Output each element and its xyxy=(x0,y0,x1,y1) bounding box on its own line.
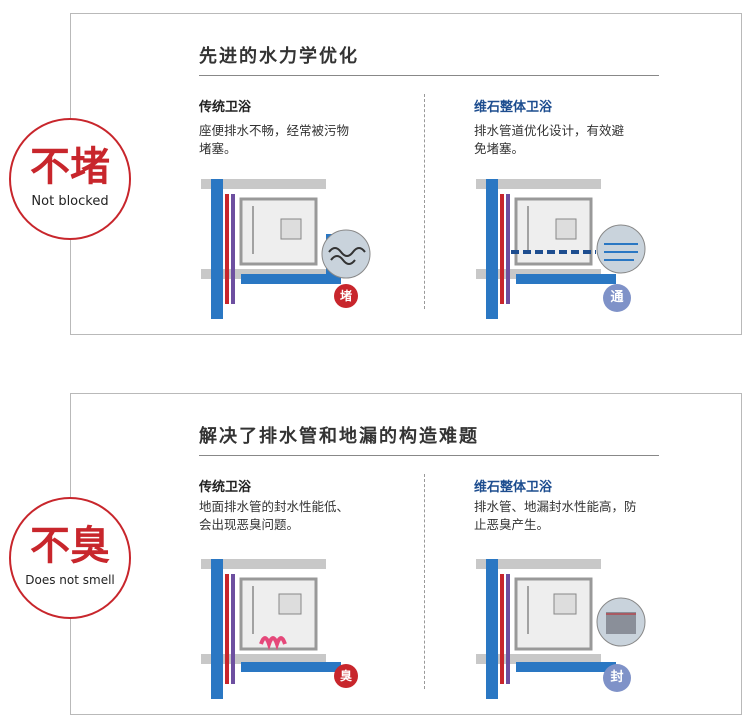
traditional-description: 座便排水不畅，经常被污物 堵塞。 xyxy=(199,122,399,158)
blocked-icon: 堵 xyxy=(334,284,358,308)
badge-sub-text: Not blocked xyxy=(31,194,109,209)
badge-main-text: 不臭 xyxy=(30,523,110,569)
desc-line: 免堵塞。 xyxy=(474,141,525,156)
desc-line: 座便排水不畅，经常被污物 xyxy=(199,123,350,138)
column-divider xyxy=(424,94,425,309)
sealed-illustration xyxy=(476,559,646,699)
desc-line: 地面排水管的封水性能低、 xyxy=(199,499,350,514)
panel-not-blocked: 先进的水力学优化 传统卫浴 座便排水不畅，经常被污物 堵塞。 维石整体卫浴 排水… xyxy=(70,13,742,335)
traditional-heading: 传统卫浴 xyxy=(199,100,252,115)
odor-illustration xyxy=(201,559,341,699)
integrated-description: 排水管、地漏封水性能高，防 止恶臭产生。 xyxy=(474,498,689,534)
integrated-heading: 维石整体卫浴 xyxy=(474,100,553,115)
desc-line: 止恶臭产生。 xyxy=(474,517,550,532)
section-title: 先进的水力学优化 xyxy=(199,46,359,67)
traditional-description: 地面排水管的封水性能低、 会出现恶臭问题。 xyxy=(199,498,399,534)
desc-line: 堵塞。 xyxy=(199,141,237,156)
sealed-icon: 封 xyxy=(603,664,631,692)
traditional-heading: 传统卫浴 xyxy=(199,480,252,495)
not-blocked-badge: 不堵 Not blocked xyxy=(9,118,131,240)
clear-icon: 通 xyxy=(603,284,631,312)
blocked-drain-illustration xyxy=(201,179,371,319)
does-not-smell-badge: 不臭 Does not smell xyxy=(9,497,131,619)
column-divider xyxy=(424,474,425,689)
integrated-description: 排水管道优化设计，有效避 免堵塞。 xyxy=(474,122,674,158)
desc-line: 排水管道优化设计，有效避 xyxy=(474,123,625,138)
desc-line: 排水管、地漏封水性能高，防 xyxy=(474,499,637,514)
clear-drain-illustration xyxy=(476,179,646,319)
panel-does-not-smell: 解决了排水管和地漏的构造难题 传统卫浴 地面排水管的封水性能低、 会出现恶臭问题… xyxy=(70,393,742,715)
section-title: 解决了排水管和地漏的构造难题 xyxy=(199,426,479,447)
title-underline xyxy=(199,455,659,456)
badge-main-text: 不堵 xyxy=(30,144,110,190)
odor-icon: 臭 xyxy=(334,664,358,688)
title-underline xyxy=(199,75,659,76)
desc-line: 会出现恶臭问题。 xyxy=(199,517,300,532)
badge-sub-text: Does not smell xyxy=(25,573,115,587)
integrated-heading: 维石整体卫浴 xyxy=(474,480,553,495)
